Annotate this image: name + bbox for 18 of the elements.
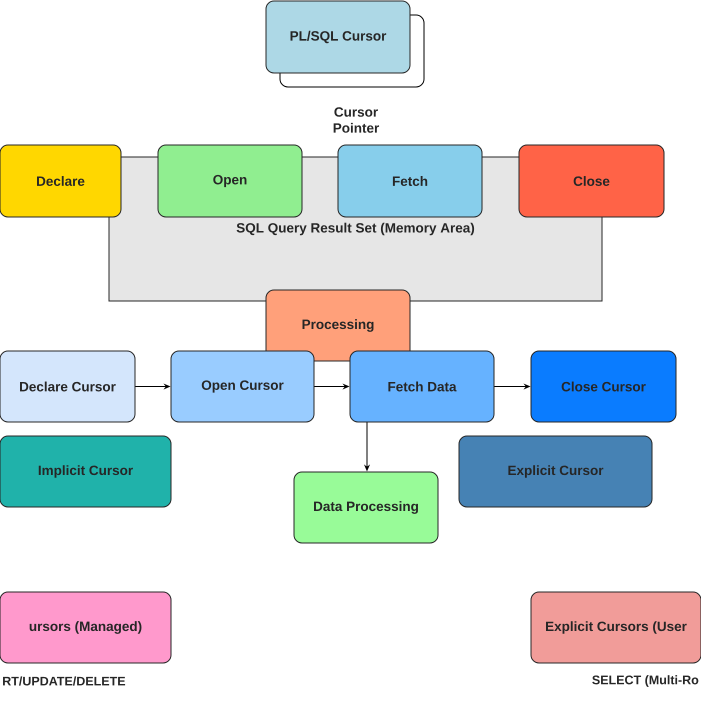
process-box: Open Cursor — [170, 350, 314, 422]
process-box: Fetch — [338, 144, 482, 218]
process-box: Declare Cursor — [0, 350, 136, 422]
process-box: Data Processing — [294, 472, 438, 544]
process-box: Fetch Data — [350, 350, 494, 422]
process-box: Explicit Cursor — [458, 436, 652, 508]
process-box: Implicit Cursor — [0, 436, 172, 508]
stacked-box: PL/SQL Cursor — [266, 0, 424, 88]
process-box: Declare — [0, 144, 122, 218]
caption-text: RT/UPDATE/DELETE — [3, 676, 126, 686]
process-box: Open — [158, 144, 302, 218]
caption-text: SELECT (Multi-Ro — [592, 675, 698, 687]
process-box: ursors (Managed) — [0, 592, 172, 664]
process-box: Processing — [266, 290, 410, 362]
process-box: Close Cursor — [530, 350, 676, 422]
process-box: Explicit Cursors (User — [530, 592, 701, 664]
text-label: Cursor Pointer — [334, 107, 380, 133]
process-box: Close — [518, 144, 664, 218]
